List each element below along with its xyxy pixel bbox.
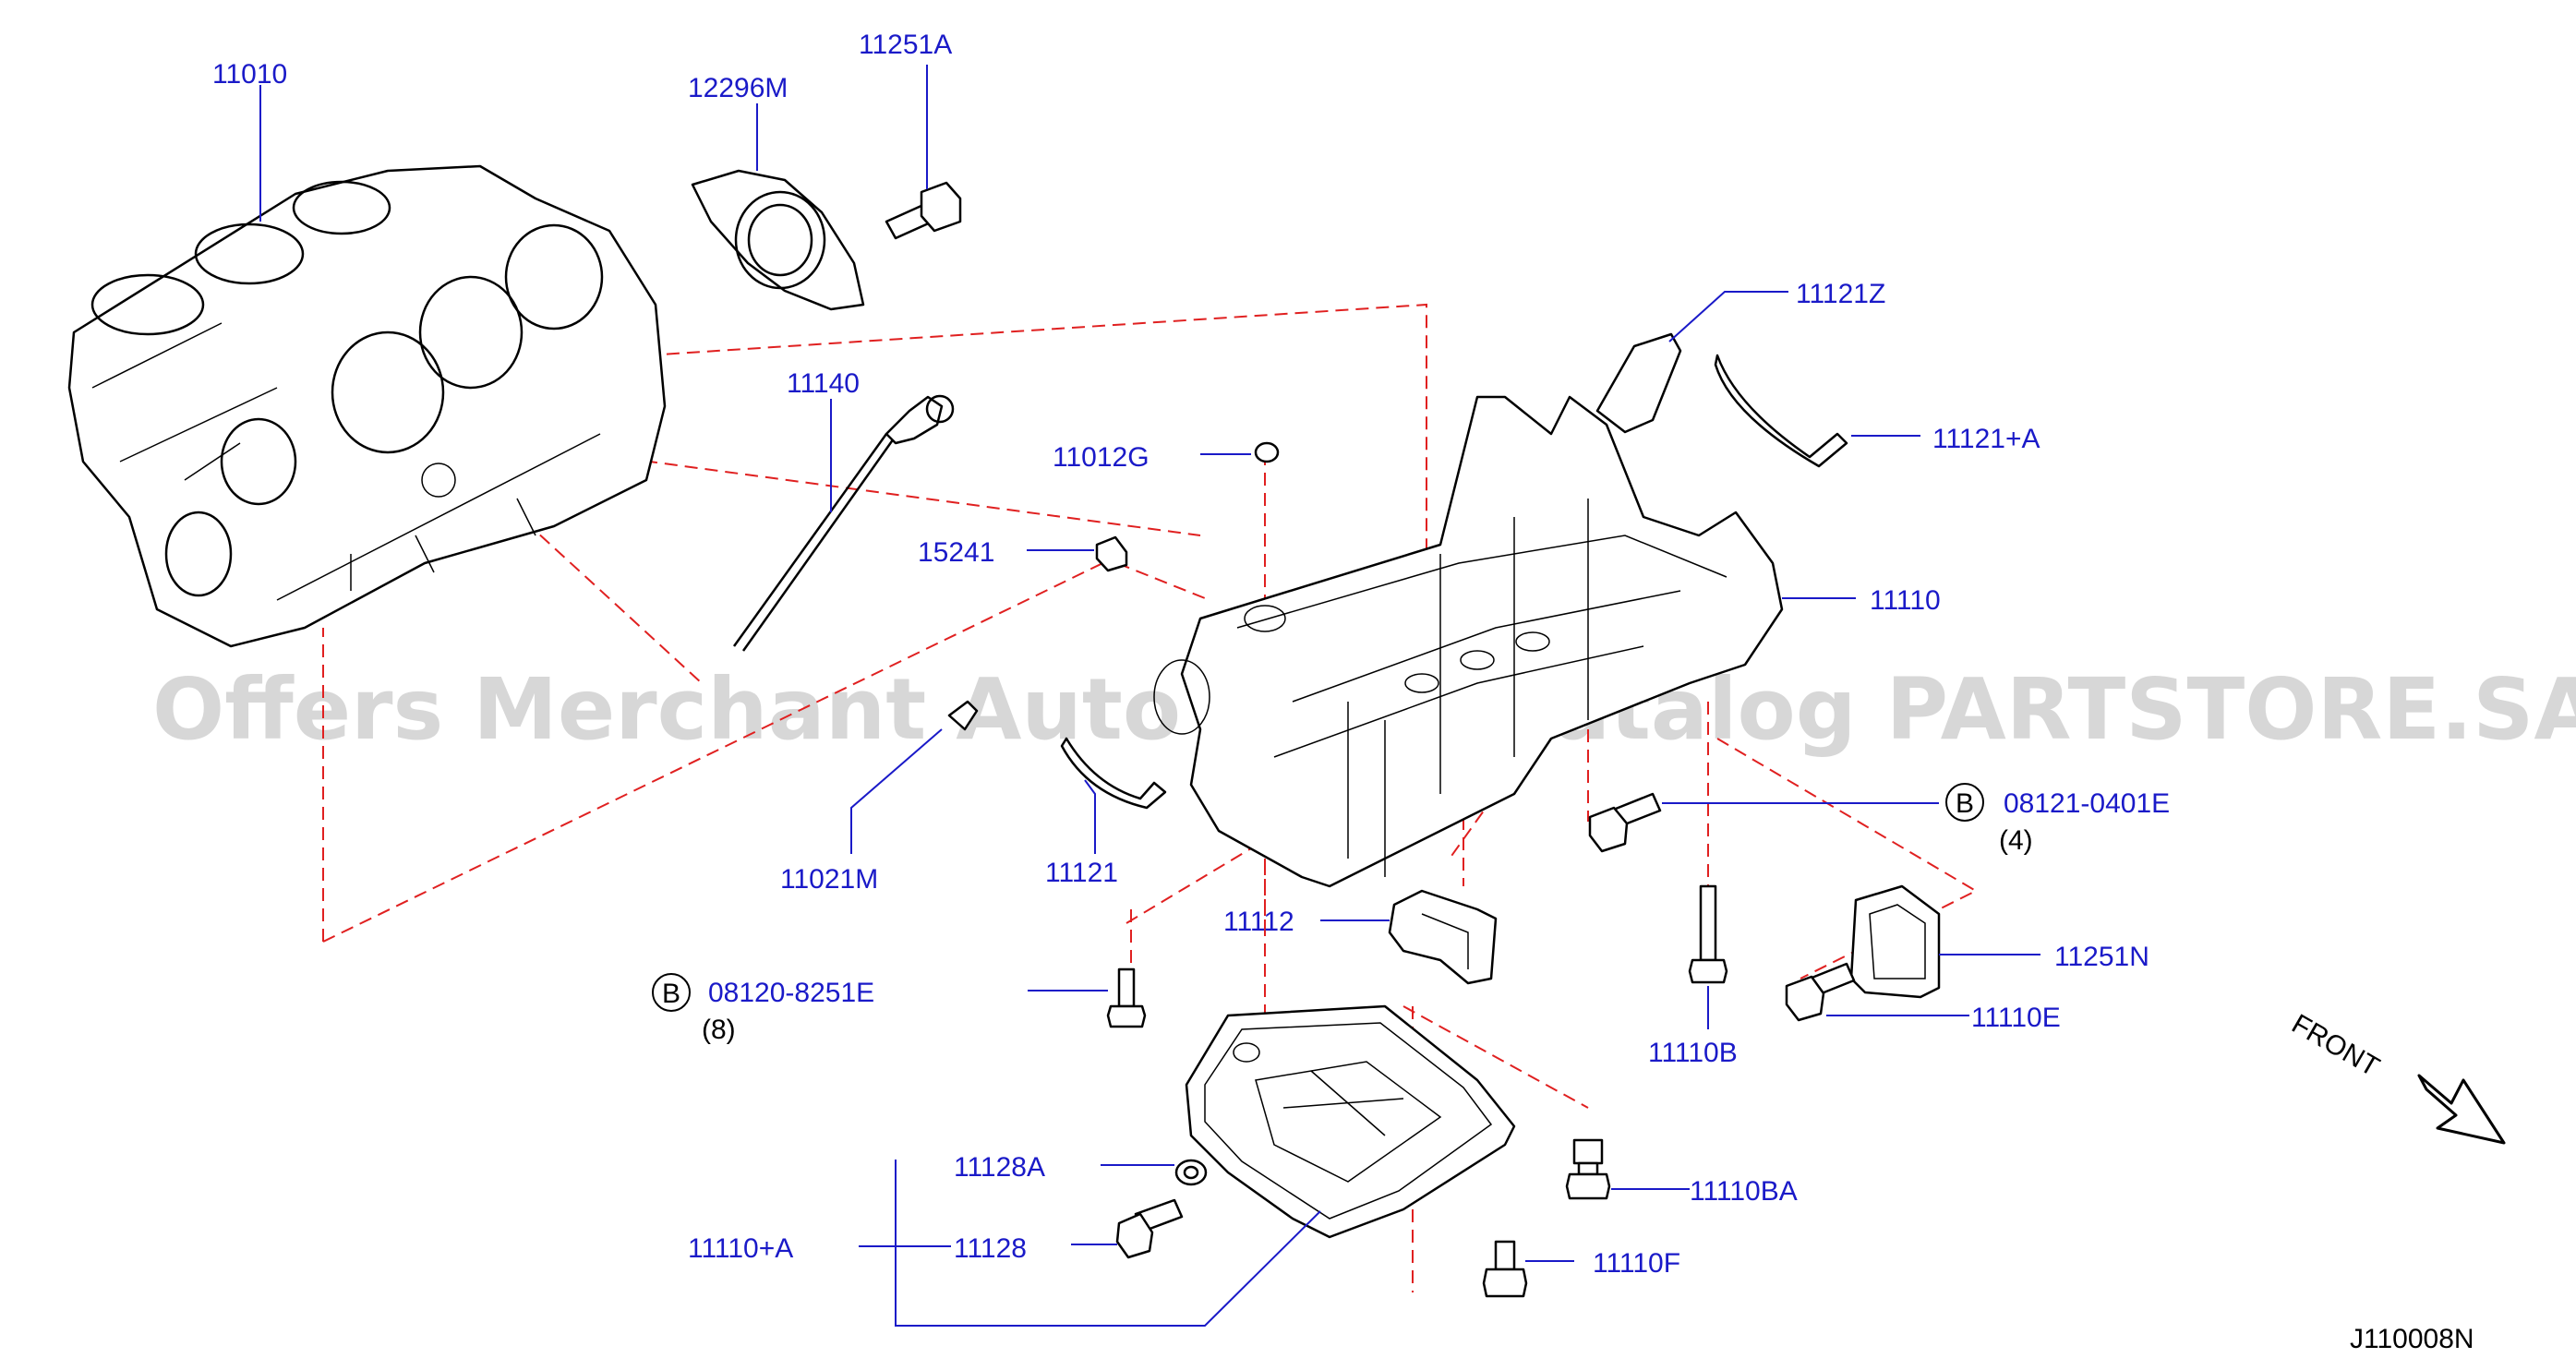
label-11140: 11140 (787, 368, 860, 399)
part-labels: 11010 12296M 11251A 11140 11012G 15241 1… (212, 30, 2170, 1279)
bolt-11110E[interactable] (1785, 962, 1856, 1022)
label-11112: 11112 (1223, 907, 1294, 937)
diagram-code: J110008N (2350, 1324, 2474, 1354)
seal-retainer-12296M[interactable] (691, 169, 865, 311)
label-11121A: 11121+A (1932, 424, 2040, 454)
bolt-11110B[interactable] (1688, 884, 1728, 984)
qty-8: (8) (702, 1015, 736, 1045)
bolt-08121[interactable] (1588, 792, 1662, 853)
label-11251N: 11251N (2054, 942, 2149, 972)
dipstick-11140[interactable] (732, 394, 955, 652)
label-11251A: 11251A (859, 30, 952, 60)
label-08121-0401E: 08121-0401E (2004, 788, 2170, 819)
callout-b-letter: B (662, 979, 680, 1009)
front-label: FRONT (2287, 1008, 2385, 1082)
bolt-11110BA[interactable] (1565, 1138, 1611, 1200)
gasket-11121A[interactable] (1714, 354, 1848, 468)
front-arrow-icon (2417, 1074, 2506, 1145)
oil-pan-upper-11110[interactable] (1153, 395, 1784, 888)
label-11110B: 11110B (1648, 1038, 1738, 1068)
label-11021M: 11021M (780, 864, 878, 895)
label-11110E: 11110E (1971, 1003, 2061, 1033)
label-15241: 15241 (918, 537, 994, 568)
bolt-11251A[interactable] (885, 181, 962, 240)
bolt-08120[interactable] (1106, 967, 1147, 1028)
label-08120-8251E: 08120-8251E (708, 978, 874, 1008)
washer-11128A[interactable] (1174, 1159, 1208, 1186)
cap-15241[interactable] (1095, 535, 1128, 572)
label-11121Z: 11121Z (1796, 279, 1885, 309)
label-11110BA: 11110BA (1690, 1176, 1798, 1207)
cover-11251N[interactable] (1849, 884, 1941, 999)
baffle-11112[interactable] (1388, 889, 1498, 985)
label-11110F: 11110F (1593, 1248, 1680, 1279)
label-11012G: 11012G (1053, 442, 1150, 473)
label-11110: 11110 (1870, 585, 1941, 616)
label-11128: 11128 (954, 1233, 1027, 1264)
leader-lines (259, 65, 2040, 1327)
callout-b-08121: B (4) (1945, 783, 2033, 856)
callout-b-letter: B (1956, 788, 1974, 819)
label-11128A: 11128A (954, 1152, 1045, 1183)
label-11121: 11121 (1045, 858, 1118, 888)
strainer-11021M[interactable] (947, 700, 979, 731)
bolt-11110F[interactable] (1482, 1240, 1528, 1298)
label-11110A: 11110+A (688, 1233, 793, 1264)
plug-11012G[interactable] (1254, 441, 1280, 463)
front-indicator: FRONT (2287, 1008, 2506, 1145)
label-11010: 11010 (212, 59, 287, 90)
gasket-11121[interactable] (1060, 737, 1167, 810)
label-12296M: 12296M (688, 73, 788, 103)
cylinder-block-11010[interactable] (67, 164, 667, 648)
drain-plug-11128[interactable] (1115, 1198, 1184, 1259)
callout-b-08120: B (8) (652, 973, 736, 1045)
qty-4: (4) (1999, 825, 2033, 856)
oil-pan-lower-11110A[interactable] (1185, 1004, 1516, 1239)
